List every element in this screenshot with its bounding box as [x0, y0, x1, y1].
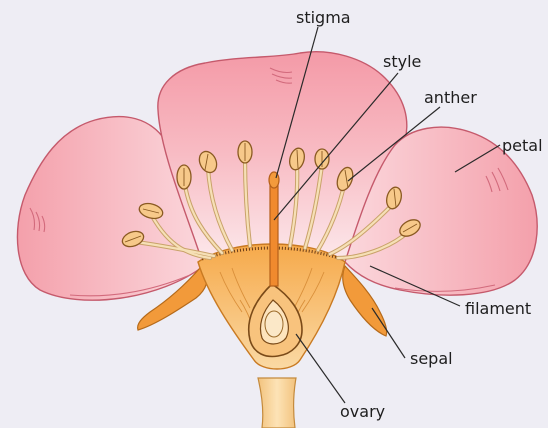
label-sepal: sepal [410, 350, 453, 368]
label-style: style [383, 53, 421, 71]
leader-sepal [372, 308, 405, 358]
label-ovary: ovary [340, 403, 385, 421]
stem [258, 378, 296, 428]
style [270, 178, 278, 286]
label-filament: filament [465, 300, 531, 318]
label-anther: anther [424, 89, 477, 107]
label-stigma: stigma [296, 9, 351, 27]
leader-ovary [296, 334, 345, 403]
label-petal: petal [502, 137, 543, 155]
